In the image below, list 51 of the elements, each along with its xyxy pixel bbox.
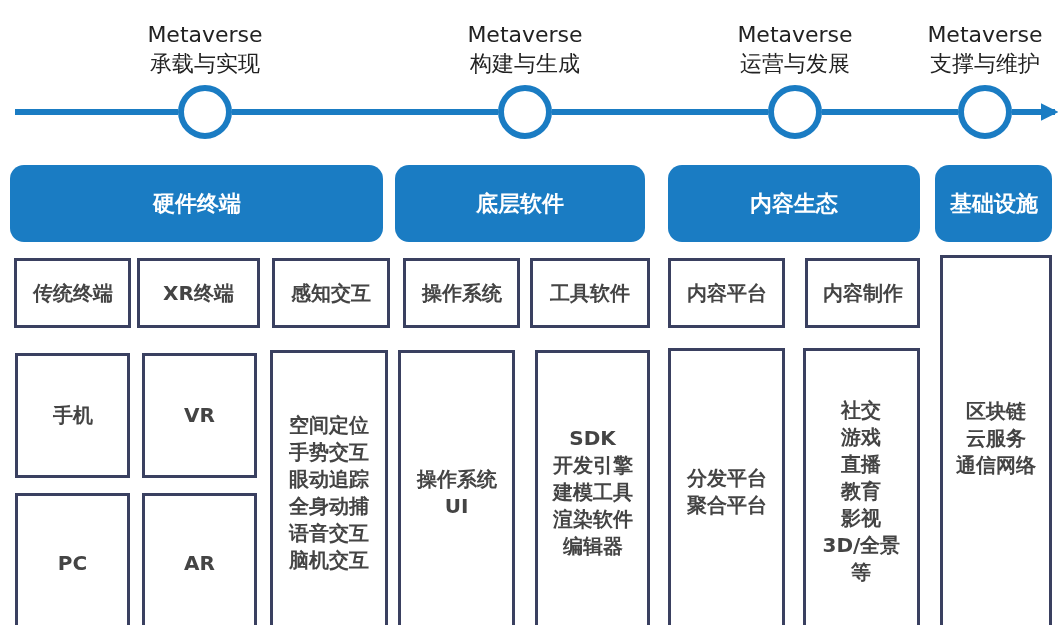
item-box	[270, 350, 388, 625]
box-text: 内容生态	[750, 189, 838, 218]
timeline-line	[15, 109, 178, 115]
item-box	[142, 493, 257, 625]
stage-title: Metaverse 承载与实现	[146, 21, 264, 78]
box-text: 感知交互	[291, 279, 371, 307]
timeline-line	[232, 109, 498, 115]
item-box	[403, 258, 520, 328]
timeline-line	[552, 109, 768, 115]
box-text: 硬件终端	[152, 189, 241, 218]
box-text: 底层软件	[476, 189, 564, 218]
box-text: 操作系统 UI	[416, 465, 497, 520]
box-text: 基础设施	[949, 189, 1038, 218]
box-text: 分发平台 聚合平台	[686, 464, 767, 519]
item-box	[15, 493, 130, 625]
box-text: 空间定位 手势交互 眼动追踪 全身动捕 语音交互 脑机交互	[289, 411, 369, 574]
item-box	[272, 258, 390, 328]
item-box	[14, 258, 131, 328]
box-text: 内容平台	[686, 279, 767, 307]
item-box	[668, 258, 785, 328]
category-banner	[395, 165, 645, 242]
stage-title: Metaverse 运营与发展	[736, 21, 854, 78]
item-box	[142, 353, 257, 478]
category-banner	[10, 165, 383, 242]
stage-title: Metaverse 构建与生成	[466, 21, 584, 78]
item-box	[535, 350, 650, 625]
item-box	[398, 350, 515, 625]
stage-title: Metaverse 支撑与维护	[926, 21, 1044, 78]
category-banner	[668, 165, 920, 242]
item-box	[530, 258, 650, 328]
box-text: 手机	[52, 402, 93, 429]
box-text: VR	[184, 402, 215, 429]
item-box	[15, 353, 130, 478]
box-text: 传统终端	[32, 279, 113, 307]
box-text: 内容制作	[822, 279, 903, 307]
item-box	[803, 348, 920, 625]
box-text: AR	[184, 549, 215, 577]
box-text: PC	[57, 549, 88, 577]
item-box	[940, 255, 1052, 625]
box-text: 操作系统	[421, 279, 502, 307]
box-text: 社交 游戏 直播 教育 影视 3D/全景 等	[822, 397, 901, 586]
item-box	[805, 258, 920, 328]
timeline-arrow	[1012, 103, 1058, 121]
box-text: XR终端	[163, 279, 234, 307]
item-box	[668, 348, 785, 625]
item-box	[137, 258, 260, 328]
box-text: 区块链 云服务 通信网络	[956, 398, 1036, 479]
timeline-line	[822, 109, 958, 115]
category-banner	[935, 165, 1052, 242]
box-text: 工具软件	[550, 279, 630, 307]
box-text: SDK 开发引擎 建模工具 渲染软件 编辑器	[552, 425, 633, 560]
